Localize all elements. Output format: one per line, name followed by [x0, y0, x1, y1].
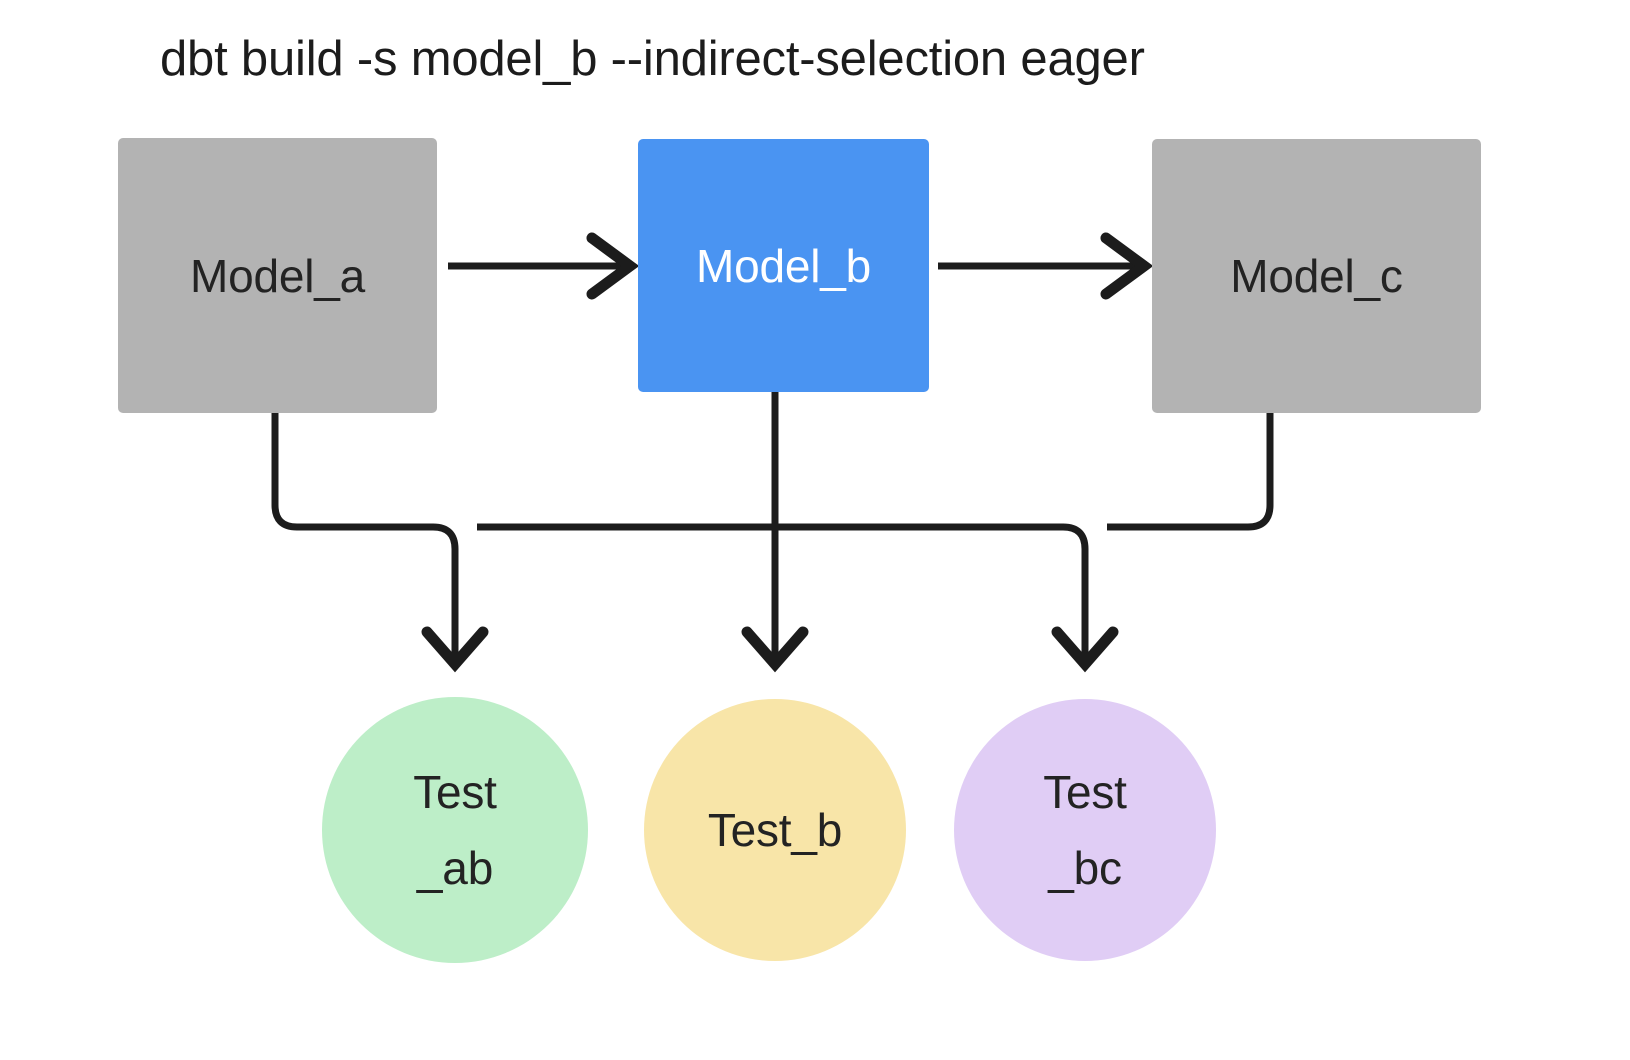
- node-test-bc[interactable]: Test _bc: [954, 699, 1216, 961]
- node-test-ab-label-line-1: Test: [413, 766, 497, 818]
- node-test-b-label-line-1: Test_b: [707, 804, 843, 856]
- node-model-c-label: Model_c: [1230, 250, 1403, 302]
- node-test-bc-label-line-2: _bc: [1048, 842, 1122, 894]
- arrowhead-test-bc: [1051, 626, 1119, 673]
- edge-model-c-to-test-bc: [1107, 413, 1274, 531]
- page-title: dbt build -s model_b --indirect-selectio…: [160, 32, 1145, 86]
- node-model-a-label: Model_a: [189, 249, 366, 302]
- node-test-ab[interactable]: Test _ab: [322, 697, 588, 963]
- node-test-bc-label-line-1: Test: [1043, 766, 1127, 818]
- node-model-c[interactable]: Model_c: [1152, 139, 1481, 413]
- edge-model-a-to-test-ab: [271, 413, 459, 660]
- edge-model-b-to-test-bc: [775, 523, 1089, 660]
- arrowhead-test-ab: [421, 626, 489, 673]
- arrowhead-test-b: [741, 626, 809, 673]
- node-test-ab-label-line-2: _ab: [416, 842, 494, 894]
- edge-model-a-to-model-b: [448, 232, 640, 300]
- node-model-b[interactable]: Model_b: [638, 139, 929, 392]
- node-model-a[interactable]: Model_a: [118, 138, 437, 413]
- node-model-b-label: Model_b: [695, 239, 872, 292]
- node-test-b[interactable]: Test_b: [644, 699, 906, 961]
- edge-model-b-to-model-c: [938, 232, 1154, 300]
